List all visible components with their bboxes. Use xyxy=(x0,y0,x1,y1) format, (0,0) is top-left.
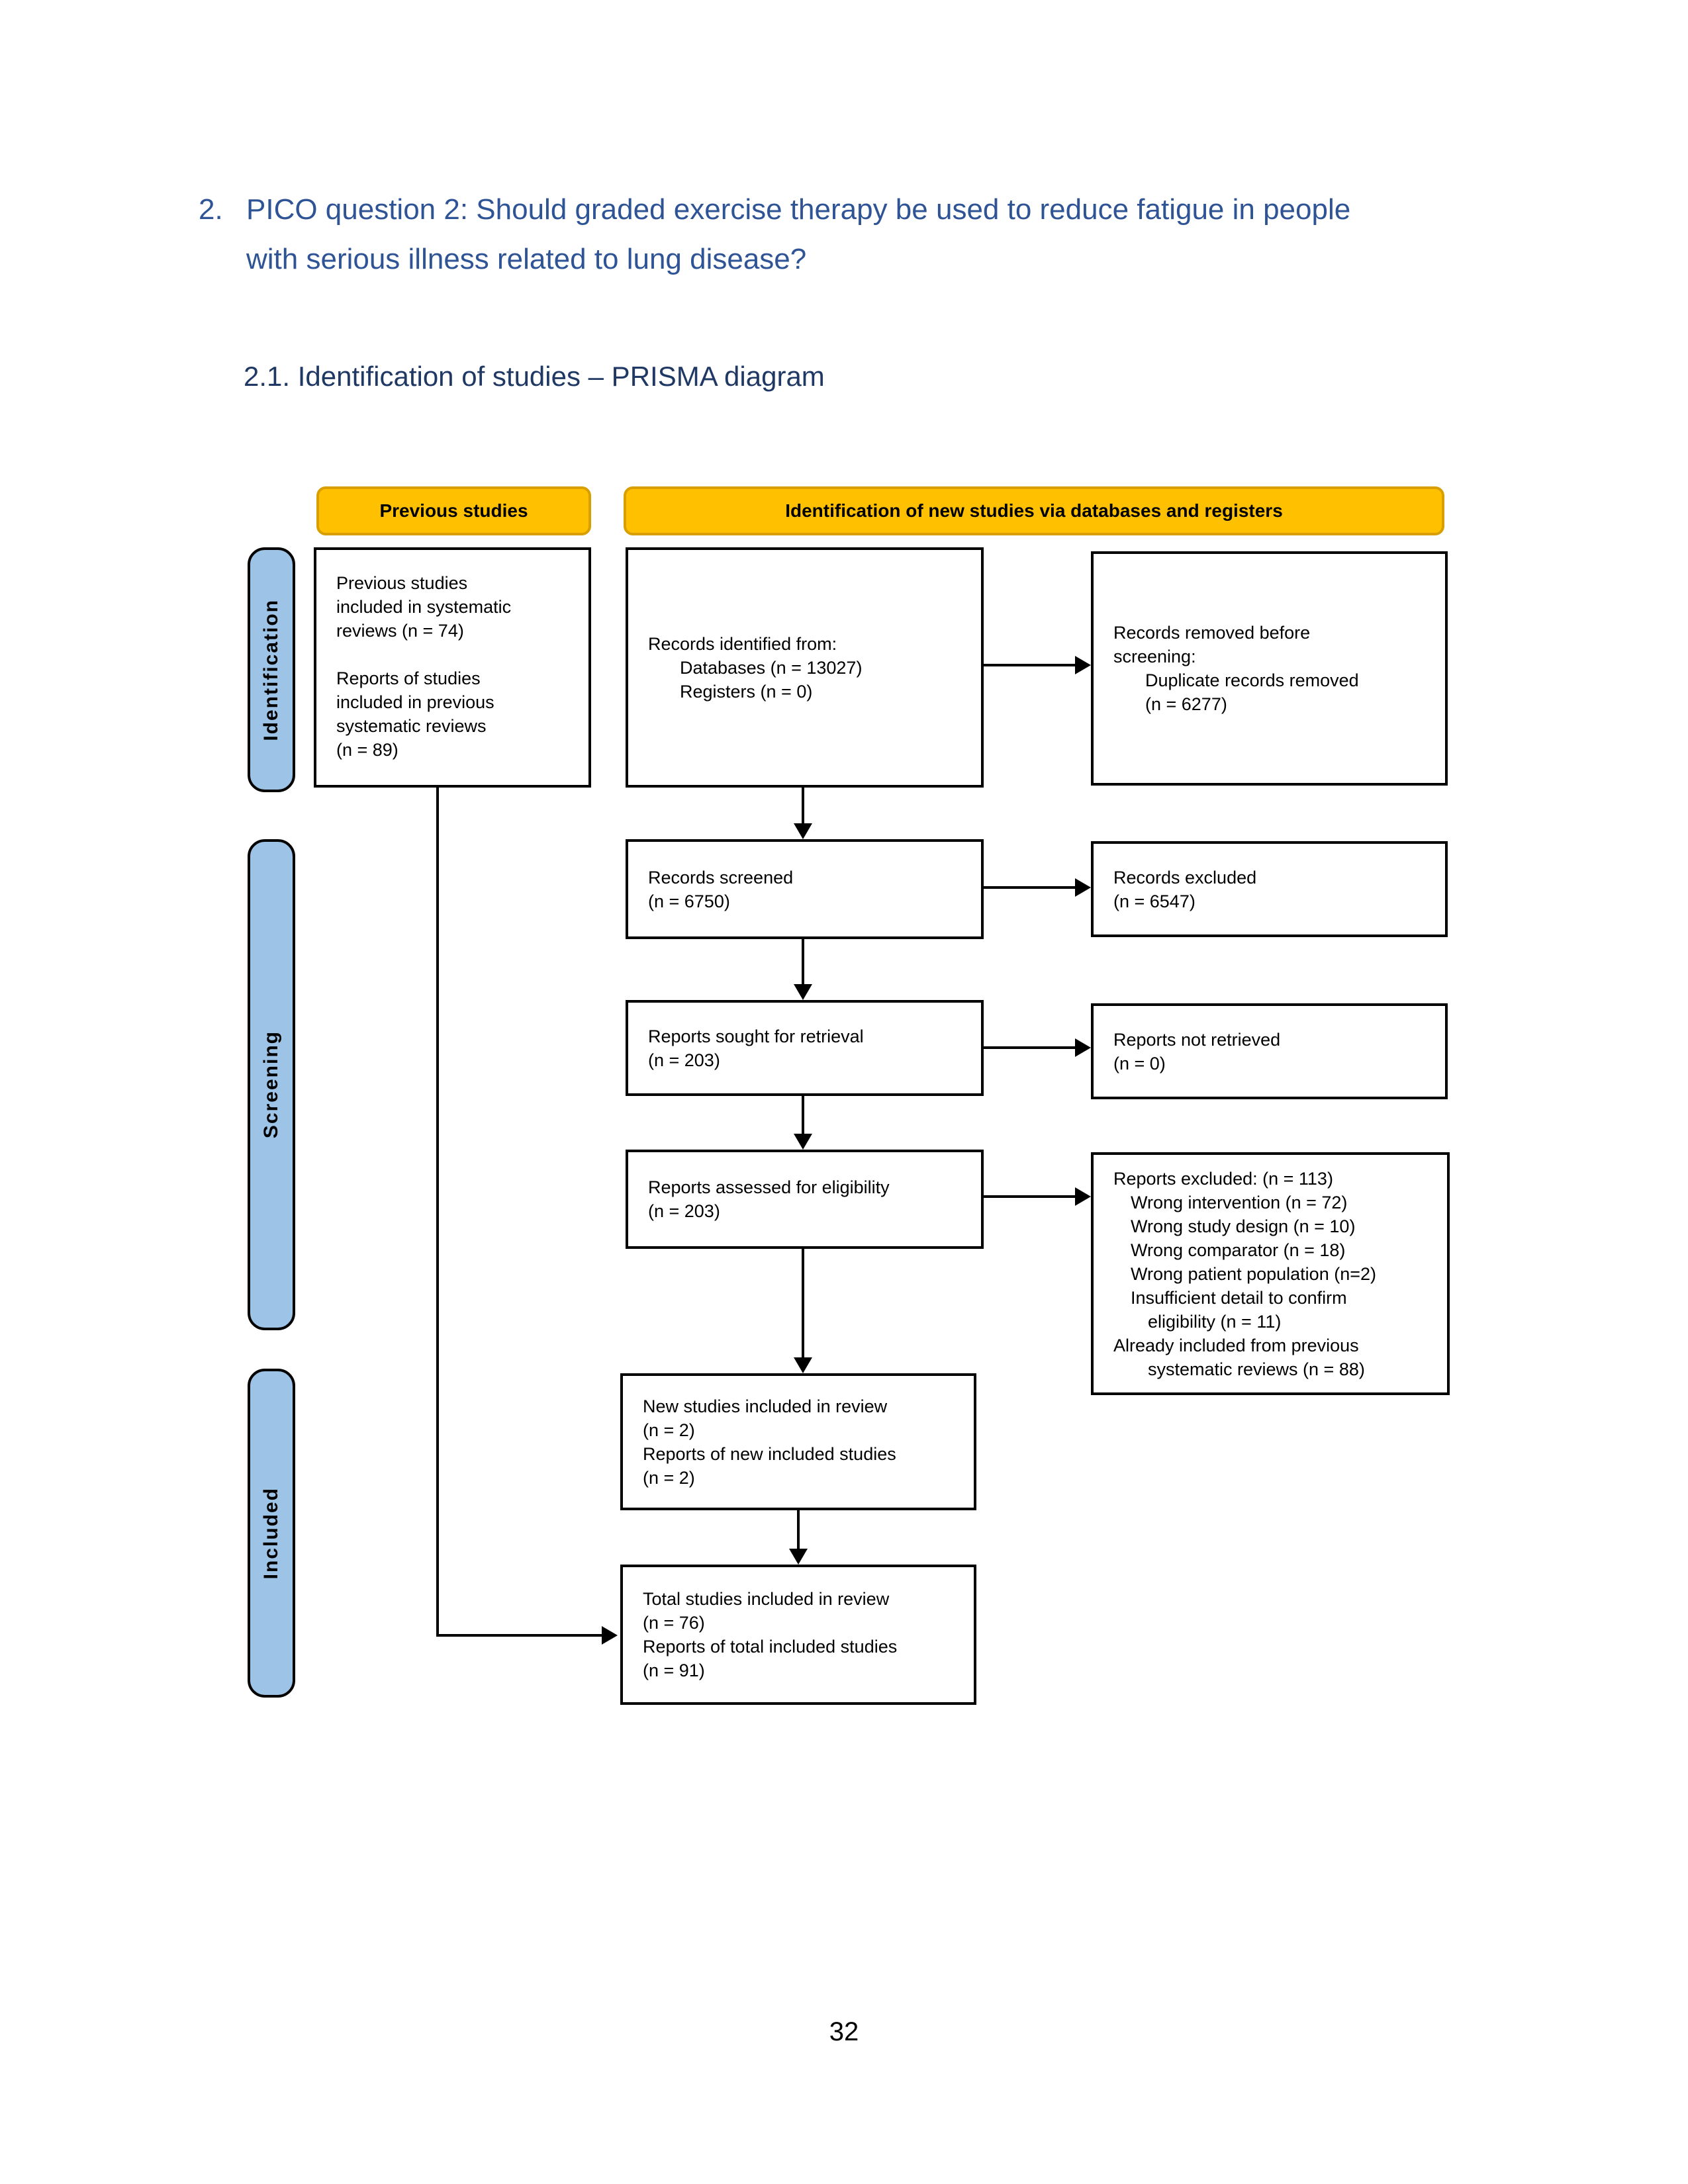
arrow-previous-to-total-vertical xyxy=(436,788,439,1637)
box-line: Records removed before xyxy=(1113,623,1311,643)
arrow-identified-to-removed xyxy=(984,664,1076,666)
box-line: Reports not retrieved xyxy=(1113,1029,1281,1050)
box-reports-not-retrieved: Reports not retrieved (n = 0) xyxy=(1091,1003,1448,1099)
box-line: (n = 203) xyxy=(648,1050,720,1070)
arrow-sought-to-not-retrieved xyxy=(984,1046,1076,1049)
box-line: screening: xyxy=(1113,647,1196,666)
box-line: Reports of studies xyxy=(336,668,481,688)
arrow-new-to-total xyxy=(797,1510,800,1549)
arrow-sought-to-assessed xyxy=(802,1096,804,1134)
box-line: (n = 6277) xyxy=(1145,694,1227,714)
stage-bar-included: Included xyxy=(248,1369,295,1698)
box-line: included in systematic xyxy=(336,597,512,617)
stage-bar-screening: Screening xyxy=(248,839,295,1330)
arrowhead-down-icon xyxy=(789,1549,808,1565)
box-line: (n = 2) xyxy=(643,1467,695,1488)
arrow-assessed-to-excluded xyxy=(984,1195,1076,1198)
column-header-previous-studies: Previous studies xyxy=(316,486,591,535)
box-new-studies: New studies included in review (n = 2) R… xyxy=(620,1373,976,1510)
box-line: reviews (n = 74) xyxy=(336,621,464,641)
arrowhead-down-icon xyxy=(794,984,812,1000)
stage-label: Included xyxy=(260,1486,282,1580)
box-line: Registers (n = 0) xyxy=(680,681,813,702)
box-line: Duplicate records removed xyxy=(1145,670,1359,690)
box-line: (n = 91) xyxy=(643,1661,705,1680)
box-line: systematic reviews (n = 88) xyxy=(1148,1359,1365,1379)
box-line: Wrong intervention (n = 72) xyxy=(1131,1192,1348,1212)
box-line: Previous studies xyxy=(336,573,468,593)
arrow-previous-to-total-horizontal xyxy=(436,1634,604,1637)
box-line: (n = 76) xyxy=(643,1613,705,1633)
box-line: Reports excluded: (n = 113) xyxy=(1113,1168,1333,1189)
box-line: (n = 203) xyxy=(648,1201,720,1221)
box-records-removed: Records removed before screening: Duplic… xyxy=(1091,551,1448,786)
box-line: (n = 0) xyxy=(1113,1053,1166,1073)
box-line: (n = 6547) xyxy=(1113,891,1196,911)
page-title-line1: PICO question 2: Should graded exercise … xyxy=(246,193,1351,226)
box-line: New studies included in review xyxy=(643,1396,888,1416)
arrow-screened-to-sought xyxy=(802,939,804,984)
arrow-assessed-to-new xyxy=(802,1249,804,1357)
box-previous-studies: Previous studies included in systematic … xyxy=(314,547,591,788)
heading-list-number: 2. xyxy=(199,193,223,226)
arrowhead-right-icon xyxy=(1075,1187,1091,1206)
box-records-excluded: Records excluded (n = 6547) xyxy=(1091,841,1448,937)
arrowhead-right-icon xyxy=(1075,1038,1091,1057)
page-number: 32 xyxy=(829,2017,859,2046)
stage-bar-identification: Identification xyxy=(248,547,295,792)
box-records-identified: Records identified from: Databases (n = … xyxy=(626,547,984,788)
box-line: Records identified from: xyxy=(648,633,837,654)
box-line: systematic reviews xyxy=(336,716,487,736)
box-line xyxy=(336,643,582,666)
box-reports-excluded: Reports excluded: (n = 113) Wrong interv… xyxy=(1091,1152,1450,1395)
section-heading: 2.1. Identification of studies – PRISMA … xyxy=(244,361,825,392)
box-line: Reports of total included studies xyxy=(643,1637,898,1657)
box-line: included in previous xyxy=(336,692,494,712)
box-line: Wrong study design (n = 10) xyxy=(1131,1216,1356,1236)
column-header-label: Identification of new studies via databa… xyxy=(785,500,1283,521)
arrow-identified-to-screened xyxy=(802,788,804,823)
column-header-label: Previous studies xyxy=(379,500,528,521)
box-line: Reports sought for retrieval xyxy=(648,1026,864,1046)
box-line: Databases (n = 13027) xyxy=(680,657,863,678)
box-line: Wrong patient population (n=2) xyxy=(1131,1263,1376,1284)
arrowhead-down-icon xyxy=(794,823,812,839)
arrowhead-right-icon xyxy=(1075,656,1091,674)
box-line: Wrong comparator (n = 18) xyxy=(1131,1240,1346,1260)
box-reports-assessed: Reports assessed for eligibility (n = 20… xyxy=(626,1150,984,1249)
column-header-new-studies: Identification of new studies via databa… xyxy=(624,486,1444,535)
box-line: Records screened xyxy=(648,867,794,887)
arrowhead-right-icon xyxy=(1075,878,1091,897)
box-line: Already included from previous xyxy=(1113,1335,1359,1355)
stage-label: Screening xyxy=(260,1030,282,1139)
box-records-screened: Records screened (n = 6750) xyxy=(626,839,984,939)
arrowhead-right-icon xyxy=(602,1626,618,1645)
box-line: Records excluded xyxy=(1113,867,1257,887)
stage-label: Identification xyxy=(260,598,282,741)
box-line: eligibility (n = 11) xyxy=(1148,1311,1282,1332)
arrowhead-down-icon xyxy=(794,1134,812,1150)
box-line: Insufficient detail to confirm xyxy=(1131,1287,1347,1308)
arrow-screened-to-excluded xyxy=(984,886,1076,889)
box-line: Reports assessed for eligibility xyxy=(648,1177,890,1197)
box-reports-sought: Reports sought for retrieval (n = 203) xyxy=(626,1000,984,1096)
arrowhead-down-icon xyxy=(794,1357,812,1373)
box-line: (n = 89) xyxy=(336,740,399,760)
box-line: Total studies included in review xyxy=(643,1589,890,1609)
box-line: Reports of new included studies xyxy=(643,1443,896,1464)
box-line: (n = 6750) xyxy=(648,891,730,911)
box-total-studies: Total studies included in review (n = 76… xyxy=(620,1565,976,1705)
box-line: (n = 2) xyxy=(643,1420,695,1440)
page-title-line2: with serious illness related to lung dis… xyxy=(246,243,807,275)
